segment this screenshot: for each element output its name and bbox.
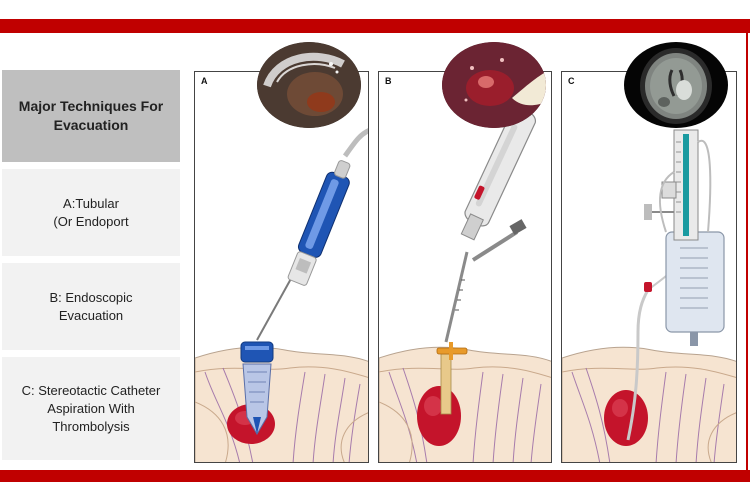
endoscopic-evacuation-illustration: B <box>379 76 551 462</box>
technique-b-line-1: B: Endoscopic <box>49 289 133 305</box>
list-header: Major Techniques For Evacuation <box>2 70 180 162</box>
technique-b-cell: B: Endoscopic Evacuation <box>2 263 180 350</box>
panel-a: A <box>194 71 369 463</box>
panel-b: B <box>378 71 552 463</box>
endoscope-clot-view-icon <box>442 42 546 128</box>
bottom-red-bar <box>0 470 750 482</box>
technique-b-line-2: Evacuation <box>58 307 124 323</box>
tubular-endoport-illustration: A <box>195 76 368 462</box>
technique-c-line-1: C: Stereotactic Catheter <box>21 382 161 398</box>
panel-a-letter: A <box>201 76 208 86</box>
stereotactic-catheter-illustration: C <box>562 76 736 462</box>
technique-c-line-3: Thrombolysis <box>52 418 130 434</box>
list-title: Major Techniques For Evacuation <box>18 98 164 133</box>
technique-a-line-2: (Or Endoport <box>53 213 129 229</box>
hematoma-c <box>604 390 648 446</box>
endoport-endoscope-view-icon <box>257 42 361 128</box>
panel-b-letter: B <box>385 76 392 86</box>
panel-c: C <box>561 71 737 463</box>
top-red-bar <box>0 19 750 33</box>
hematoma-b <box>417 386 461 446</box>
technique-a-line-1: A:Tubular <box>63 195 119 211</box>
panel-c-letter: C <box>568 76 575 86</box>
red-frame <box>0 33 748 470</box>
technique-c-cell: C: Stereotactic Catheter Aspiration With… <box>2 357 180 460</box>
technique-a-cell: A:Tubular (Or Endoport <box>2 169 180 256</box>
ct-brain-scan-icon <box>624 42 728 128</box>
technique-c-line-2: Aspiration With <box>47 400 135 416</box>
